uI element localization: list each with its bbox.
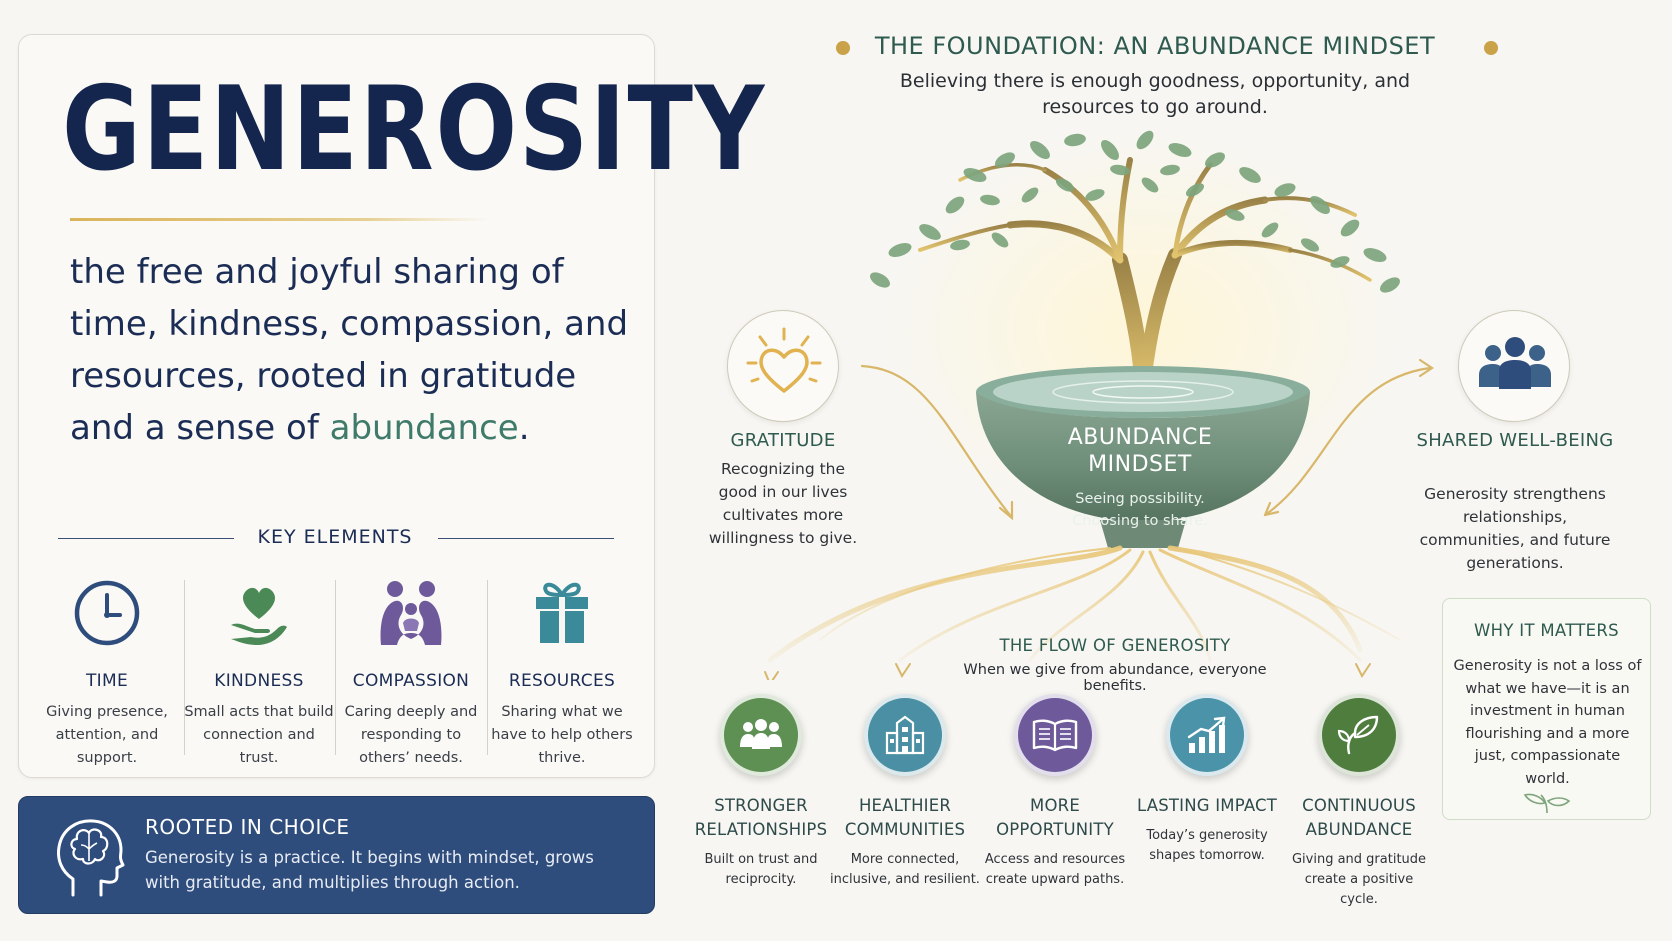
gift-icon: [536, 582, 588, 643]
foundation-title: THE FOUNDATION: AN ABUNDANCE MINDSET: [874, 32, 1436, 60]
benefit-desc: Today’s generosity shapes tomorrow.: [1146, 828, 1268, 863]
benefit-continuous-abundance: CONTINUOUS ABUNDANCE Giving and gratitud…: [1284, 694, 1434, 910]
key-elements-heading: KEY ELEMENTS: [257, 526, 413, 548]
gratitude-circle: [727, 310, 839, 422]
shared-wellbeing-circle: [1458, 310, 1570, 422]
sprout-icon: [1337, 715, 1379, 755]
benefit-desc: More connected, inclusive, and resilient…: [830, 852, 980, 887]
definition-main: the free and joyful sharing of time, kin…: [70, 252, 629, 448]
element-divider: [335, 580, 336, 755]
title-dot-right: [1484, 41, 1498, 55]
shared-desc: Generosity strengthens relationships, co…: [1419, 485, 1611, 572]
why-desc: Generosity is not a loss of what we have…: [1453, 658, 1642, 787]
key-element-compassion: COMPASSION Caring deeply and responding …: [336, 575, 486, 770]
gratitude-desc: Recognizing the good in our lives cultiv…: [708, 460, 858, 547]
why-it-matters-box: WHY IT MATTERS Generosity is not a loss …: [1442, 598, 1651, 820]
benefit-circle: [1166, 694, 1248, 776]
gold-divider: [70, 218, 490, 221]
key-elements-rule-left: [58, 538, 234, 539]
clock-icon: [74, 580, 140, 646]
rooted-title: ROOTED IN CHOICE: [145, 815, 350, 839]
gratitude-title: GRATITUDE: [730, 430, 836, 451]
key-element-name: COMPASSION: [352, 671, 470, 691]
key-element-name: TIME: [85, 671, 128, 691]
definition-text: the free and joyful sharing of time, kin…: [70, 246, 630, 454]
element-divider: [487, 580, 488, 755]
benefit-stronger-relationships: STRONGER RELATIONSHIPS Built on trust an…: [686, 694, 836, 890]
definition-card: [18, 34, 655, 778]
benefit-desc: Giving and gratitude create a positive c…: [1291, 852, 1427, 907]
heart-hand-icon: [231, 587, 287, 645]
tree-bowl-illustration: [764, 130, 1434, 680]
benefit-desc: Access and resources create upward paths…: [984, 852, 1126, 887]
key-element-desc: Caring deeply and responding to others’ …: [344, 704, 478, 766]
benefit-circle: [1318, 694, 1400, 776]
benefit-lasting-impact: LASTING IMPACT Today’s generosity shapes…: [1132, 694, 1282, 866]
benefit-name: CONTINUOUS ABUNDANCE: [1302, 796, 1416, 839]
flow-subtitle: When we give from abundance, everyone be…: [963, 662, 1267, 694]
bowl-subtitle: Seeing possibility. Choosing to share.: [1072, 491, 1208, 529]
foundation-subtitle: Believing there is enough goodness, oppo…: [899, 70, 1411, 118]
building-icon: [885, 715, 925, 755]
benefit-name: LASTING IMPACT: [1136, 796, 1278, 815]
brain-head-icon: [57, 819, 125, 897]
title-dot-left: [836, 41, 850, 55]
key-element-resources: RESOURCES Sharing what we have to help o…: [487, 575, 637, 770]
benefit-name: MORE OPPORTUNITY: [996, 796, 1114, 839]
definition-highlight: abundance: [329, 408, 519, 448]
definition-end: .: [518, 408, 530, 448]
page-title: GENEROSITY: [62, 62, 767, 197]
benefit-circle: [720, 694, 802, 776]
benefit-desc: Built on trust and reciprocity.: [704, 852, 818, 887]
benefit-healthier-communities: HEALTHIER COMMUNITIES More connected, in…: [830, 694, 980, 890]
key-elements-rule-right: [438, 538, 614, 539]
key-element-name: RESOURCES: [508, 671, 616, 691]
bowl-title: ABUNDANCE MINDSET: [1067, 425, 1213, 477]
key-element-desc: Small acts that build connection and tru…: [184, 704, 334, 766]
rooted-in-choice-panel: ROOTED IN CHOICE Generosity is a practic…: [18, 796, 655, 914]
benefit-name: STRONGER RELATIONSHIPS: [694, 796, 828, 839]
key-element-kindness: KINDNESS Small acts that build connectio…: [184, 575, 334, 770]
why-title: WHY IT MATTERS: [1474, 621, 1619, 640]
key-element-desc: Sharing what we have to help others thri…: [491, 704, 633, 766]
flow-title: THE FLOW OF GENEROSITY: [999, 636, 1231, 655]
sprig-icon: [1523, 793, 1571, 814]
rooted-desc: Generosity is a practice. It begins with…: [145, 848, 594, 892]
benefit-circle: [1014, 694, 1096, 776]
book-icon: [1032, 719, 1078, 752]
growth-chart-icon: [1187, 716, 1226, 753]
key-element-time: TIME Giving presence, attention, and sup…: [32, 575, 182, 770]
group-icon: [740, 719, 782, 749]
embrace-icon: [380, 581, 442, 645]
benefit-more-opportunity: MORE OPPORTUNITY Access and resources cr…: [980, 694, 1130, 890]
benefit-name: HEALTHIER COMMUNITIES: [844, 796, 966, 839]
shared-title: SHARED WELL-BEING: [1416, 430, 1614, 451]
benefit-circle: [864, 694, 946, 776]
key-element-name: KINDNESS: [214, 671, 304, 691]
radiant-heart-icon: [746, 327, 822, 393]
people-group-icon: [1479, 337, 1551, 389]
element-divider: [184, 580, 185, 755]
key-element-desc: Giving presence, attention, and support.: [46, 704, 168, 766]
